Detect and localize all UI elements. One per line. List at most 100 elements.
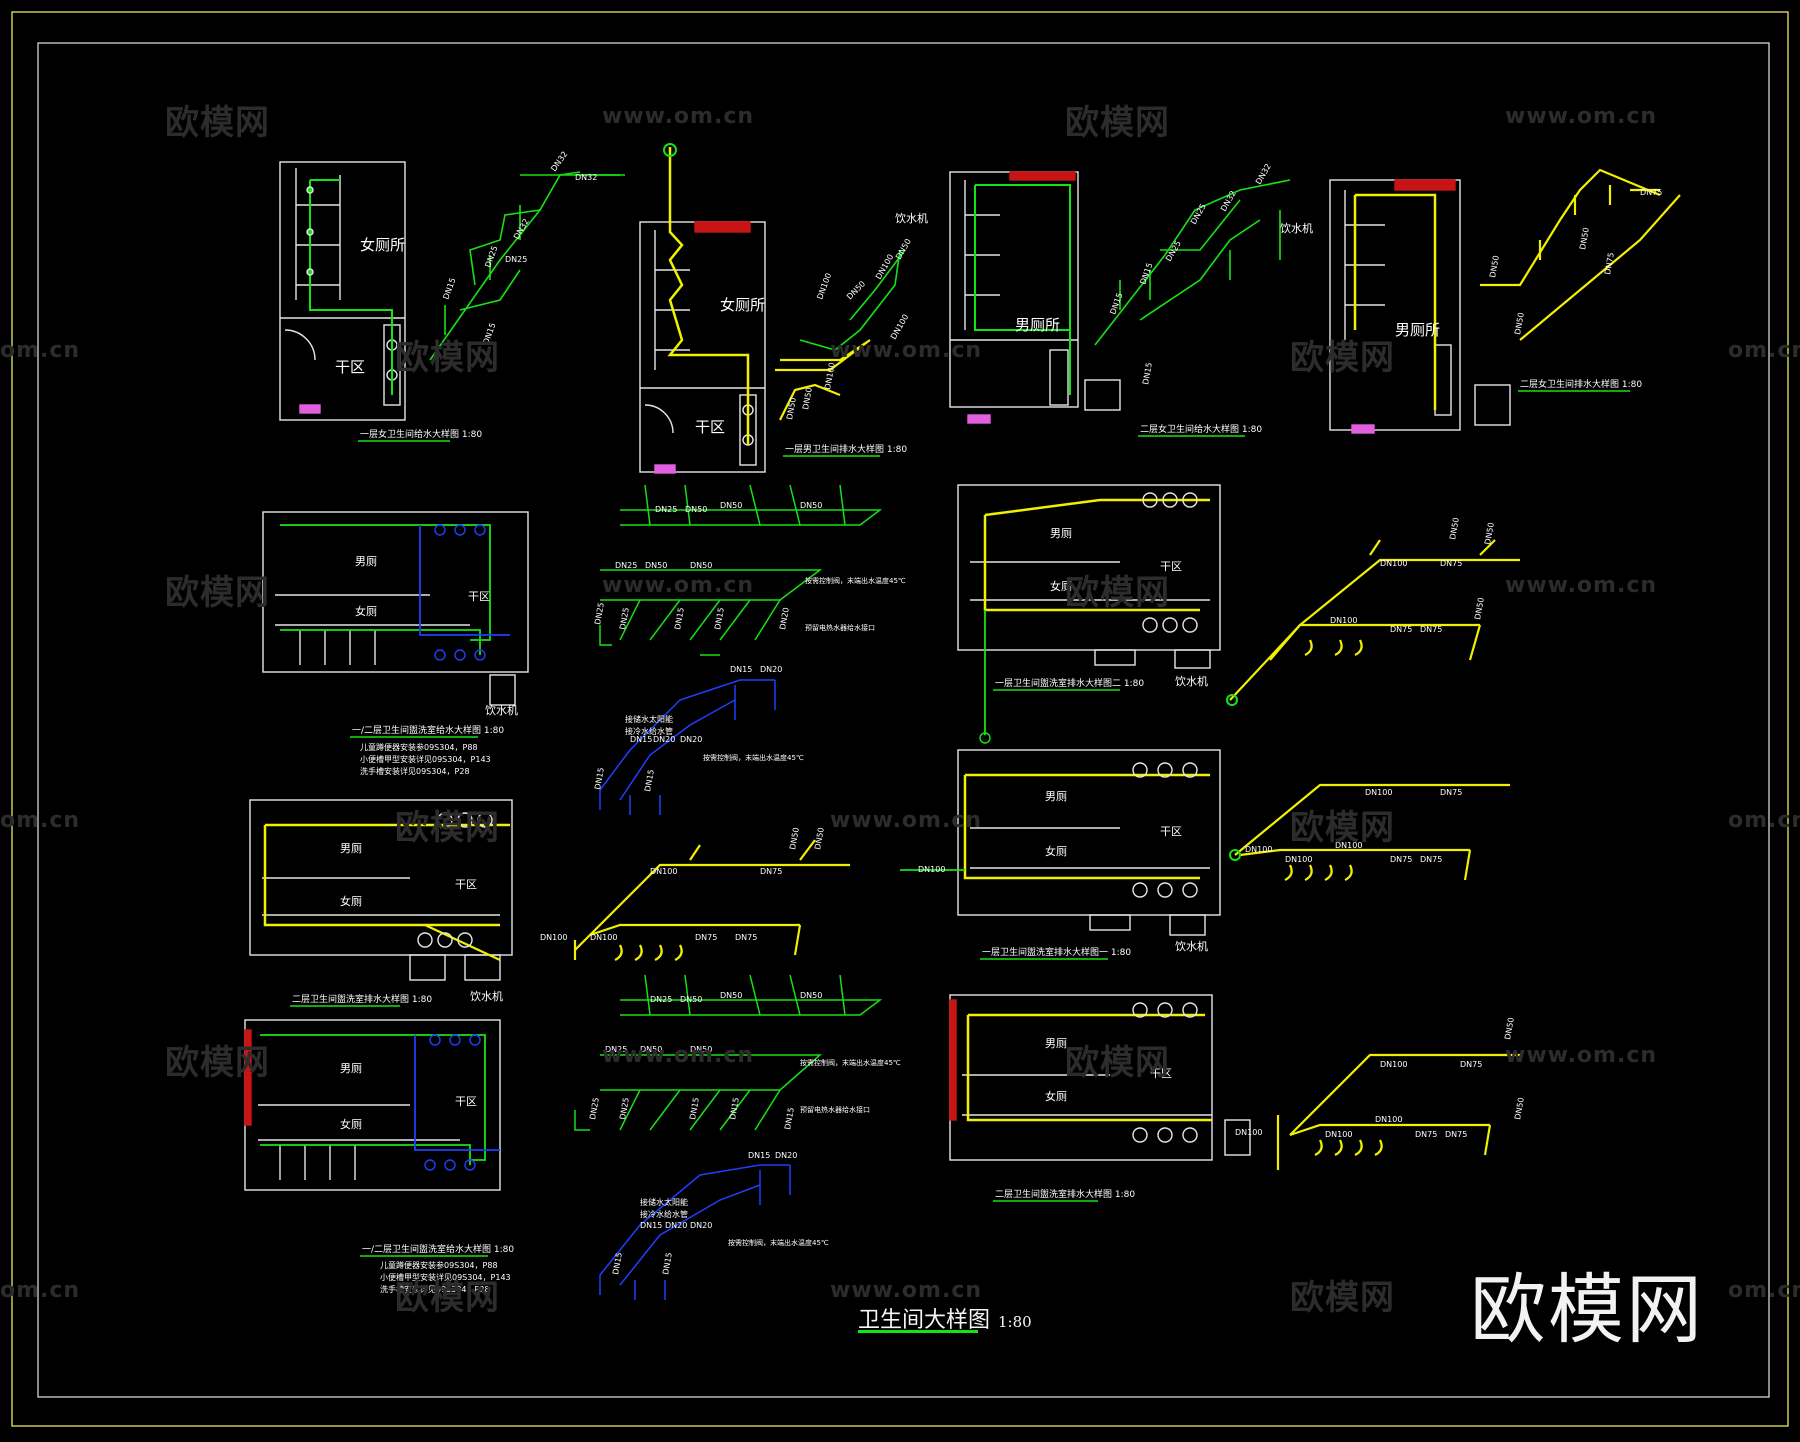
svg-text:DN25: DN25 [593, 602, 606, 626]
svg-text:DN100: DN100 [1375, 1115, 1402, 1124]
watermark: 欧模网 [1065, 103, 1170, 143]
drawing-caption: 二层女卫生间给水大样图 1:80 [1140, 423, 1262, 435]
room-label: 女厕所 [360, 236, 405, 254]
svg-text:DN50: DN50 [680, 995, 702, 1004]
spec-note: 小便槽甲型安装详见09S304，P143 [360, 754, 491, 764]
room-label: 男厕所 [1015, 316, 1060, 334]
room-label: 干区 [1160, 825, 1182, 838]
plan-5-washroom-supply [262, 511, 529, 706]
iso-hot-supply-a [599, 679, 776, 815]
svg-text:DN15: DN15 [593, 767, 606, 791]
plan-4-male-toilet-drain [1329, 179, 1511, 434]
watermark: 欧模网 [1065, 573, 1170, 613]
svg-text:DN75: DN75 [760, 867, 782, 876]
svg-text:DN75: DN75 [1415, 1130, 1437, 1139]
plan-3-male-toilet-supply [949, 171, 1121, 424]
watermark: om.cn [0, 808, 81, 833]
svg-text:DN75: DN75 [1390, 625, 1412, 634]
annotation: 预留电热水器给水接口 [805, 623, 875, 632]
svg-text:DN50: DN50 [1448, 517, 1461, 541]
watermark: om.cn [1728, 1278, 1800, 1303]
room-label: 女厕 [340, 1117, 362, 1131]
annotation: 接储水太阳能 [625, 714, 673, 724]
sheet-title-text: 卫生间大样图 [858, 1308, 991, 1333]
pipe-size: DN100 [918, 865, 945, 874]
spec-note: 儿童蹲便器安装参09S304，P88 [360, 742, 478, 752]
plan-7-2f-washroom-drain [249, 799, 513, 981]
plan-9-washroom-supply [244, 1019, 501, 1191]
svg-text:DN50: DN50 [785, 397, 798, 421]
svg-text:DN50: DN50 [800, 991, 822, 1000]
svg-text:DN20: DN20 [778, 607, 791, 631]
svg-text:DN75: DN75 [695, 933, 717, 942]
svg-text:DN100: DN100 [1335, 841, 1362, 850]
watermark: www.om.cn [830, 1278, 983, 1303]
svg-text:DN100: DN100 [1365, 788, 1392, 797]
plan-10-2f-washroom-drain [949, 994, 1251, 1161]
iso-drain-10 [1276, 1053, 1520, 1170]
fixture-label: 饮水机 [1175, 674, 1208, 688]
iso-drain-8 [1234, 783, 1510, 881]
svg-text:DN75: DN75 [1640, 188, 1662, 197]
svg-text:DN50: DN50 [1513, 1097, 1526, 1121]
annotation: 按需控制阀，末端出水温度45℃ [805, 576, 906, 585]
svg-text:DN100: DN100 [590, 933, 617, 942]
svg-text:DN15: DN15 [630, 735, 652, 744]
room-label: 干区 [695, 418, 725, 436]
outer-frame [11, 11, 1789, 1427]
sheet-title-scale: 1:80 [998, 1313, 1032, 1331]
svg-text:DN75: DN75 [1420, 855, 1442, 864]
sheet-title-underline [858, 1330, 978, 1333]
iso-supply-3 [1094, 179, 1291, 346]
svg-text:DN100: DN100 [1325, 1130, 1352, 1139]
svg-text:DN100: DN100 [1380, 1060, 1407, 1069]
plan-6-washroom-drain-2 [957, 484, 1221, 744]
annotation: 接冷水给水管 [640, 1209, 688, 1219]
room-label: 女厕 [340, 894, 362, 908]
fixture-label: 饮水机 [895, 211, 928, 225]
watermark: www.om.cn [602, 104, 755, 129]
room-label: 干区 [1150, 1067, 1172, 1080]
svg-text:DN20: DN20 [690, 1221, 712, 1230]
svg-text:DN50: DN50 [720, 501, 742, 510]
room-label: 女厕 [1050, 579, 1072, 593]
svg-text:DN75: DN75 [1440, 788, 1462, 797]
watermark: www.om.cn [830, 338, 983, 363]
plan-2-male-toilet-drain [639, 143, 766, 474]
watermark: om.cn [1728, 338, 1800, 363]
watermark: 欧模网 [165, 103, 270, 143]
svg-text:DN100: DN100 [650, 867, 677, 876]
watermark: 欧模网 [395, 338, 500, 378]
room-label: 干区 [468, 590, 490, 603]
drawing-caption: 一/二层卫生间盥洗室给水大样图 1:80 [362, 1243, 514, 1255]
svg-text:DN50: DN50 [685, 505, 707, 514]
fixture-label: 饮水机 [470, 989, 503, 1003]
svg-text:DN50: DN50 [1488, 255, 1501, 279]
svg-text:DN75: DN75 [1440, 559, 1462, 568]
room-label: 男厕所 [1395, 321, 1440, 339]
annotation: 按需控制阀，末端出水温度45℃ [800, 1058, 901, 1067]
spec-note: 洗手槽安装详见09S304，P28 [380, 1284, 490, 1294]
watermark: om.cn [1728, 808, 1800, 833]
plan-8-washroom-drain-1 [900, 749, 1221, 936]
room-label: 干区 [455, 1095, 477, 1108]
spec-note: 儿童蹲便器安装参09S304，P88 [380, 1260, 498, 1270]
svg-text:DN75: DN75 [1603, 252, 1616, 276]
svg-text:DN20: DN20 [653, 735, 675, 744]
iso-hot-supply-b [599, 1164, 791, 1300]
svg-text:DN50: DN50 [720, 991, 742, 1000]
room-label: 干区 [455, 878, 477, 891]
iso-supply-5 [599, 484, 883, 656]
inner-frame [37, 42, 1770, 1398]
svg-text:DN25: DN25 [655, 505, 677, 514]
fixture-label: 饮水机 [485, 703, 518, 717]
room-label: 女厕 [355, 604, 377, 618]
watermark: www.om.cn [1505, 104, 1658, 129]
svg-text:DN15: DN15 [748, 1151, 770, 1160]
